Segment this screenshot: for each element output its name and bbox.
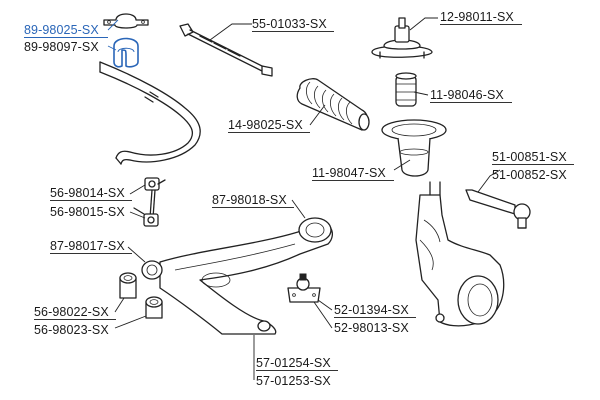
strut-mount	[371, 17, 433, 59]
underline-bushing	[24, 37, 108, 38]
label-ball-joint-a[interactable]: 52-01394-SX	[334, 303, 409, 317]
bump-stop	[395, 72, 417, 107]
ball-joint	[287, 273, 321, 303]
label-arm-bush-b[interactable]: 56-98023-SX	[34, 323, 109, 337]
label-ball-joint-b[interactable]: 52-98013-SX	[334, 321, 409, 335]
steering-knuckle	[415, 181, 505, 327]
label-boot[interactable]: 14-98025-SX	[228, 118, 303, 132]
tie-rod-end	[465, 189, 531, 229]
stabilizer-bar	[99, 61, 201, 165]
label-strut-mount[interactable]: 12-98011-SX	[440, 10, 514, 24]
label-control-arm-a[interactable]: 57-01254-SX	[256, 356, 331, 370]
underline-arm-bush	[34, 319, 116, 320]
label-bushing-alt[interactable]: 89-98097-SX	[24, 40, 99, 54]
label-arm-bush-a[interactable]: 56-98022-SX	[34, 305, 109, 319]
underline-boot	[228, 132, 310, 133]
underline-control-arm	[256, 370, 338, 371]
leader-lines	[107, 17, 501, 380]
tie-rod	[179, 23, 273, 77]
underline-arm-bushing-rear	[212, 207, 294, 208]
label-tie-rod-end-a[interactable]: 51-00851-SX	[492, 150, 567, 164]
label-arm-bushing-front[interactable]: 87-98017-SX	[50, 239, 125, 253]
label-bump-stop[interactable]: 11-98046-SX	[430, 88, 504, 102]
underline-tie-rod	[252, 31, 334, 32]
underline-arm-bushing-front	[50, 253, 132, 254]
steering-boot	[296, 78, 370, 131]
stabilizer-link	[133, 177, 166, 227]
underline-tie-rod-end	[492, 164, 574, 165]
underline-bump-stop	[430, 102, 512, 103]
stabilizer-bushing	[113, 37, 139, 68]
label-dust-cover[interactable]: 11-98047-SX	[312, 166, 386, 180]
dust-cover	[381, 119, 447, 177]
underline-ball-joint	[334, 317, 416, 318]
underline-link	[50, 200, 132, 201]
underline-strut-mount	[440, 24, 522, 25]
lower-control-arm	[141, 217, 333, 335]
label-tie-rod[interactable]: 55-01033-SX	[252, 17, 327, 31]
label-control-arm-b[interactable]: 57-01253-SX	[256, 374, 331, 388]
label-link-b[interactable]: 56-98015-SX	[50, 205, 125, 219]
label-bushing[interactable]: 89-98025-SX	[24, 23, 99, 37]
label-link-a[interactable]: 56-98014-SX	[50, 186, 125, 200]
bushing-bracket	[103, 13, 149, 29]
arm-bushing-small	[145, 296, 163, 319]
arm-bushing-cylinder	[119, 272, 137, 299]
label-tie-rod-end-b[interactable]: 51-00852-SX	[492, 168, 567, 182]
label-arm-bushing-rear[interactable]: 87-98018-SX	[212, 193, 287, 207]
underline-dust-cover	[312, 180, 394, 181]
